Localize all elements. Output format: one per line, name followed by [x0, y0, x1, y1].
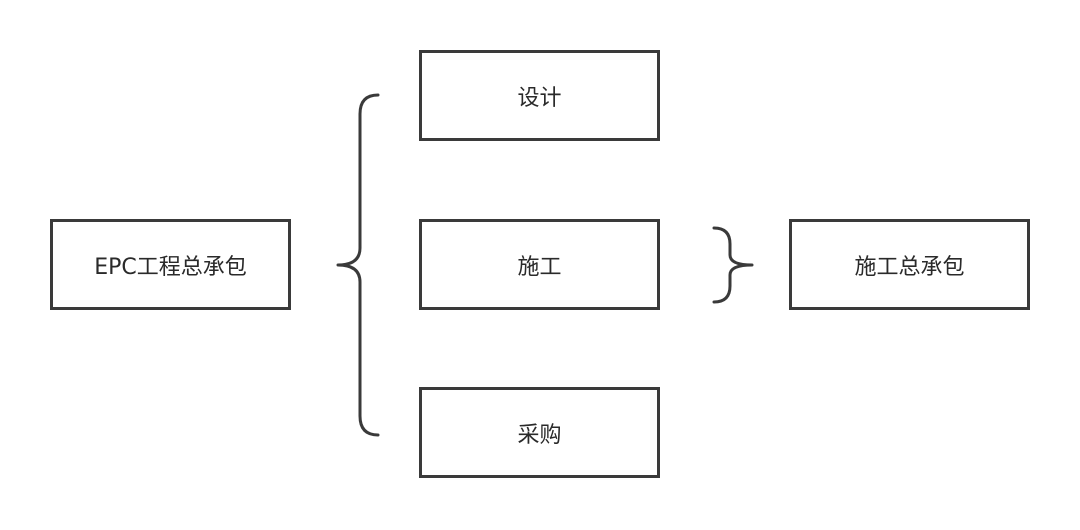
node-label: 采购 [517, 422, 562, 448]
small-brace-path [712, 226, 754, 304]
node-label: 施工总承包 [854, 254, 965, 280]
node-label: 设计 [517, 85, 562, 111]
node-epc-general-contracting: EPC工程总承包 [50, 219, 291, 310]
node-procurement: 采购 [419, 387, 660, 478]
node-construction: 施工 [419, 219, 660, 310]
node-construction-general-contracting: 施工总承包 [789, 219, 1030, 310]
large-brace-path [336, 93, 380, 437]
node-design: 设计 [419, 50, 660, 141]
node-label: EPC工程总承包 [94, 254, 247, 280]
node-label: 施工 [517, 254, 562, 280]
